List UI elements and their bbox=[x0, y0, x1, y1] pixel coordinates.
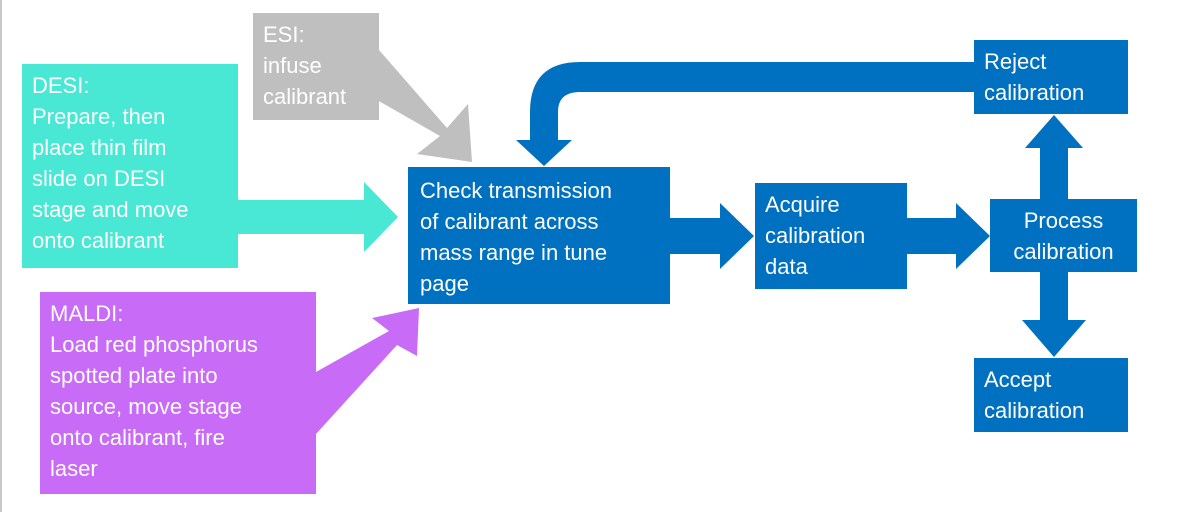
accept-line: Accept bbox=[984, 367, 1052, 392]
reject-to-check-loop-arrow bbox=[516, 62, 974, 166]
process-calibration-box: Process calibration bbox=[990, 199, 1137, 272]
desi-to-check-arrow bbox=[238, 182, 398, 252]
maldi-line: spotted plate into bbox=[50, 363, 218, 388]
maldi-step-box: MALDI: Load red phosphorus spotted plate… bbox=[40, 292, 316, 494]
acquire-calibration-box: Acquire calibration data bbox=[755, 183, 907, 289]
reject-line: Reject bbox=[984, 49, 1047, 74]
check-to-acquire-arrow bbox=[670, 203, 754, 269]
accept-calibration-box: Accept calibration bbox=[974, 358, 1128, 432]
check-line: mass range in tune bbox=[420, 240, 608, 265]
desi-line: onto calibrant bbox=[32, 228, 165, 253]
esi-line: ESI: bbox=[263, 22, 305, 47]
maldi-to-check-arrow bbox=[316, 308, 419, 434]
process-line: calibration bbox=[1013, 239, 1114, 264]
esi-line: infuse bbox=[263, 53, 322, 78]
reject-line: calibration bbox=[984, 80, 1085, 105]
acquire-line: data bbox=[765, 254, 808, 279]
acquire-line: calibration bbox=[765, 223, 866, 248]
desi-line: DESI: bbox=[32, 73, 90, 98]
process-line: Process bbox=[1023, 208, 1104, 233]
desi-step-box: DESI: Prepare, then place thin film slid… bbox=[22, 64, 238, 268]
process-to-accept-arrow bbox=[1022, 272, 1086, 357]
desi-line: slide on DESI bbox=[32, 166, 166, 191]
check-line: of calibrant across bbox=[420, 209, 599, 234]
acquire-to-process-arrow bbox=[907, 203, 990, 269]
process-to-reject-arrow bbox=[1025, 115, 1083, 199]
maldi-line: MALDI: bbox=[50, 301, 124, 326]
accept-line: calibration bbox=[984, 398, 1085, 423]
maldi-line: source, move stage bbox=[50, 394, 242, 419]
esi-to-check-arrow bbox=[349, 50, 472, 162]
check-line: page bbox=[420, 271, 469, 296]
acquire-line: Acquire bbox=[765, 192, 840, 217]
maldi-line: onto calibrant, fire bbox=[50, 425, 225, 450]
desi-line: Prepare, then bbox=[32, 104, 166, 129]
maldi-line: Load red phosphorus bbox=[50, 332, 258, 357]
esi-line: calibrant bbox=[263, 84, 347, 109]
maldi-line: laser bbox=[50, 456, 98, 481]
desi-line: stage and move bbox=[32, 197, 189, 222]
check-transmission-box: Check transmission of calibrant across m… bbox=[408, 167, 670, 304]
check-line: Check transmission bbox=[420, 178, 612, 203]
slide-left-edge bbox=[0, 0, 2, 512]
desi-line: place thin film bbox=[32, 135, 167, 160]
reject-calibration-box: Reject calibration bbox=[974, 40, 1128, 114]
esi-step-box: ESI: infuse calibrant bbox=[253, 13, 379, 120]
